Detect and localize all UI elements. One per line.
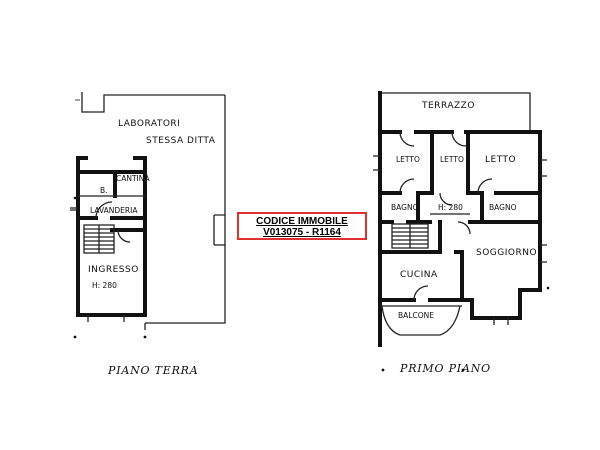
label-letto-1: LETTO [396, 155, 420, 164]
stairs-terra [83, 224, 115, 254]
label-cantina: CANTINA [116, 174, 150, 183]
code-box-reference: V013075 - R1164 [263, 227, 341, 238]
caption-primo-piano: PRIMO PIANO [399, 362, 491, 375]
stairs-primo [391, 223, 429, 249]
primo-piano-plan: TERRAZZO LETTO LETTO LETTO BAGNO H: 280 … [373, 91, 550, 375]
label-terrazzo: TERRAZZO [421, 101, 475, 111]
label-bagno-right: BAGNO [489, 203, 517, 212]
label-ingresso: INGRESSO [88, 265, 139, 275]
label-balcone: BALCONE [398, 311, 434, 320]
label-bagno-terra: B. [100, 186, 108, 195]
piano-terra-plan: LABORATORI STESSA DITTA CANTINA B. LAVAN… [70, 92, 226, 377]
label-bagno-left: BAGNO [391, 203, 419, 212]
label-letto-2: LETTO [440, 155, 464, 164]
label-soggiorno: SOGGIORNO [476, 248, 537, 258]
label-height-primo: H: 280 [438, 203, 463, 212]
label-height-terra: H: 280 [92, 281, 117, 290]
label-letto-3: LETTO [485, 155, 516, 165]
caption-piano-terra: PIANO TERRA [107, 364, 199, 377]
code-box-title: CODICE IMMOBILE [256, 216, 348, 227]
label-stessa-ditta: STESSA DITTA [146, 136, 216, 146]
property-code-box: CODICE IMMOBILE V013075 - R1164 [237, 212, 367, 240]
label-lavanderia: LAVANDERIA [90, 206, 138, 215]
label-cucina: CUCINA [400, 270, 438, 280]
label-laboratori: LABORATORI [118, 119, 180, 129]
